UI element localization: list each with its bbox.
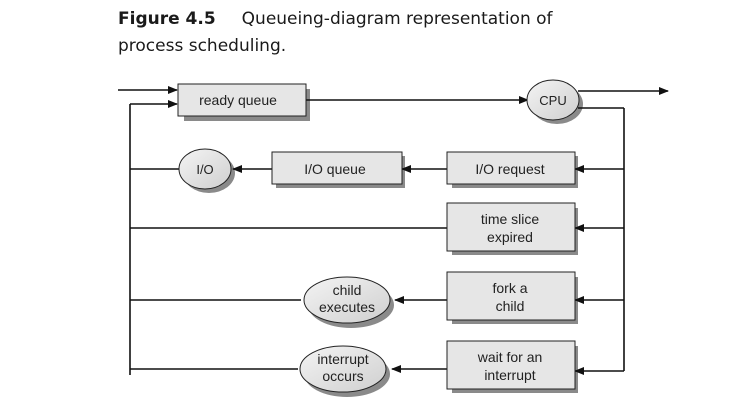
figure-caption: Figure 4.5 Queueing-diagram representatio… [118,6,678,60]
caption-text-line2: process scheduling. [118,36,287,56]
wait-interrupt-box [446,340,576,390]
wait-interrupt-label-1: wait for an [477,349,543,365]
io-device-label: I/O [196,162,213,177]
ready-queue-label: ready queue [199,92,277,108]
io-device-oval [178,148,232,190]
io-queue-box [271,151,403,185]
interrupt-occurs-label-2: occurs [322,368,363,384]
time-slice-box [446,202,576,252]
io-request-label: I/O request [475,161,544,177]
child-executes-label-2: executes [319,299,375,315]
fork-child-label-2: child [496,298,525,314]
child-executes-label-1: child [333,282,362,298]
caption-text-line1: Queueing-diagram representation of [241,9,553,29]
figure-number: Figure 4.5 [118,9,216,29]
io-queue-label: I/O queue [304,161,366,177]
time-slice-label-1: time slice [481,211,540,227]
wait-interrupt-label-2: interrupt [484,367,535,383]
time-slice-label-2: expired [487,229,533,245]
interrupt-occurs-oval [299,345,387,393]
io-request-box [446,151,576,185]
interrupt-occurs-label-1: interrupt [317,351,368,367]
child-executes-oval [303,276,391,324]
cpu-label: CPU [539,93,566,108]
fork-child-label-1: fork a [492,280,527,296]
ready-queue-box [177,83,307,117]
fork-child-box [446,271,576,321]
connections [118,86,669,375]
cpu-oval [526,79,580,121]
